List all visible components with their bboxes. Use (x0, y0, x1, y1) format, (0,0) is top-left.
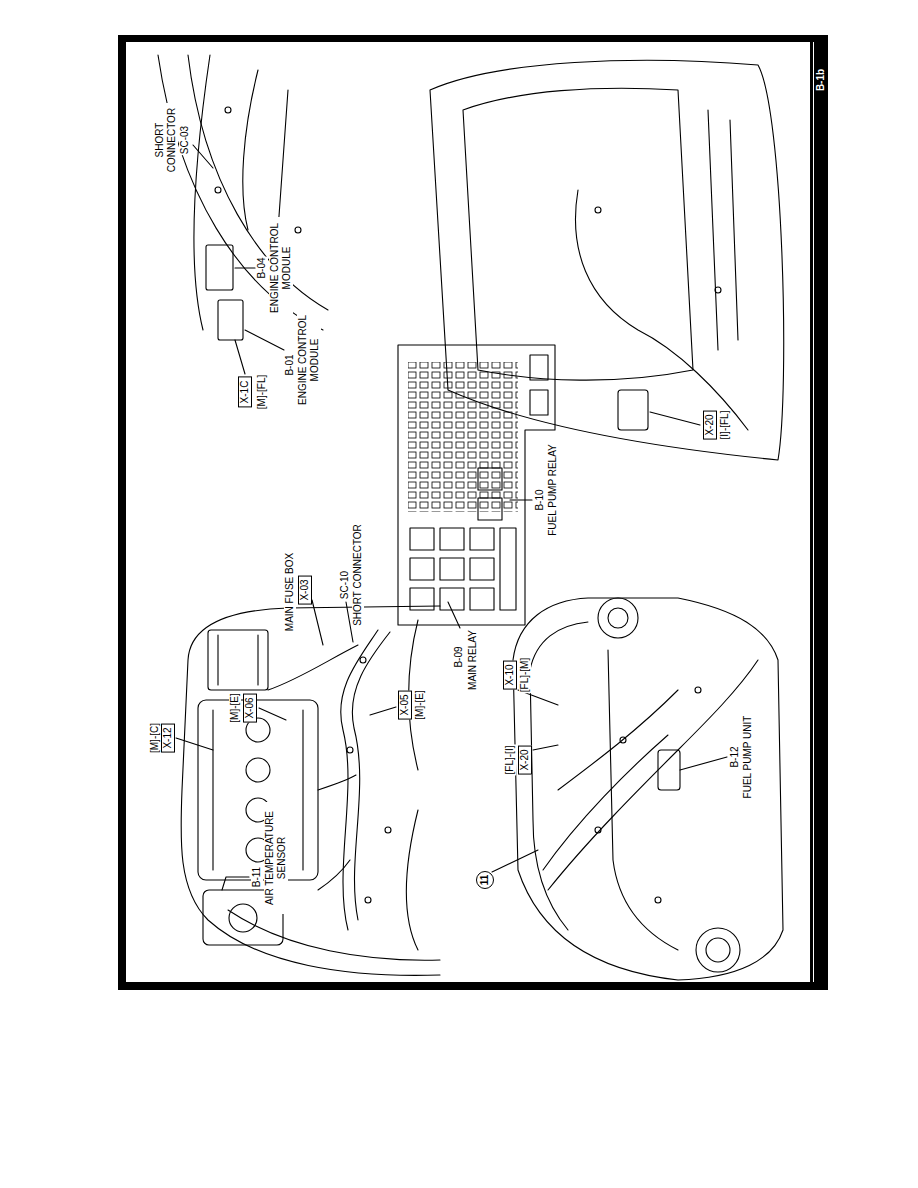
tag-text: 11 (479, 875, 490, 886)
part-label: FUEL PUMP RELAY (547, 443, 559, 537)
tag-text: X-20 (704, 414, 715, 435)
tag-text: X-12 (162, 727, 173, 748)
part-label: ENGINE CONTROL MODULE (297, 309, 321, 411)
part-label: B-11 (251, 866, 263, 888)
connector-tag: X-20 (518, 745, 532, 774)
tag-text: X-05 (399, 694, 410, 715)
connector-tag: X-20 (703, 410, 717, 439)
part-label: SC-10 (339, 570, 351, 600)
callout-number: 11 (476, 871, 494, 889)
part-label: AIR TEMPERATURE SENSOR (264, 802, 288, 914)
part-label: [I]-[FL] (719, 410, 731, 441)
page-frame: X-12X-06X-03X-05X-20X-1011X-1CX-20B-1b[M… (118, 35, 828, 990)
part-label: [FL]-[I] (504, 745, 516, 776)
part-label: [M]-[FL] (256, 374, 268, 410)
wiring-illustration (118, 35, 828, 990)
connector-tag: X-06 (243, 693, 257, 722)
part-label: B-01 (284, 353, 296, 376)
connector-tag: X-03 (298, 575, 312, 604)
part-label: FUEL PUMP UNIT (742, 715, 754, 800)
part-label: B-10 (534, 488, 546, 511)
tag-text: X-03 (299, 579, 310, 600)
part-label: MAIN RELAY (467, 629, 479, 691)
part-label: ENGINE CONTROL MODULE (269, 217, 293, 319)
tag-text: X-10 (504, 664, 515, 685)
part-label: SC-03 (179, 125, 191, 155)
part-label: SHORT CONNECTOR (352, 523, 364, 627)
part-label: [M]-[E] (414, 689, 426, 720)
page-code: B-1b (815, 68, 827, 92)
tag-text: X-1C (239, 381, 250, 404)
tag-text: X-06 (244, 697, 255, 718)
connector-tag: X-12 (161, 723, 175, 752)
part-label: MAIN FUSE BOX (284, 552, 296, 632)
part-label: [FL]-[M] (519, 657, 531, 693)
tag-text: X-20 (519, 749, 530, 770)
connector-tag: X-05 (398, 690, 412, 719)
part-label: B-12 (729, 745, 741, 768)
part-label: B-04 (256, 256, 268, 279)
part-label: B-09 (453, 645, 465, 668)
part-label: SHORT CONNECTOR (154, 103, 178, 177)
connector-tag: X-10 (503, 660, 517, 689)
part-label: [M]-[C] (149, 722, 161, 754)
part-label: [M]-[E] (229, 692, 241, 723)
connector-tag: X-1C (238, 377, 252, 408)
